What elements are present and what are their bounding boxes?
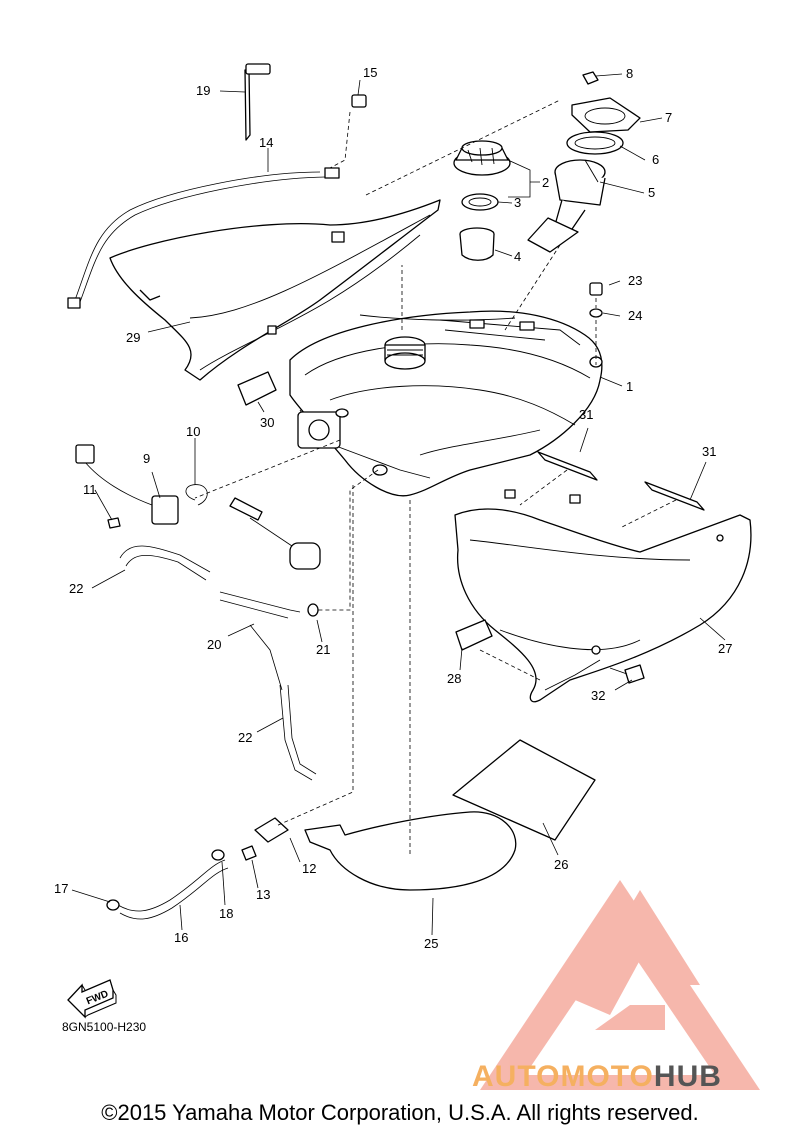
pad-31-left (537, 451, 598, 481)
fwd-arrow-icon: FWD (67, 979, 117, 1019)
callout-25: 25 (424, 936, 438, 951)
vent-hose-22-top (119, 545, 211, 581)
callout-12: 12 (302, 861, 316, 876)
callout-30: 30 (260, 415, 274, 430)
callout-14: 14 (259, 135, 273, 150)
screw-11 (107, 517, 121, 529)
watermark-text: AUTOMOTOHUB (472, 1060, 722, 1093)
vent-hose-20 (219, 591, 301, 691)
grommet-23 (589, 282, 603, 296)
washer-24 (589, 308, 603, 318)
callout-15: 15 (363, 65, 377, 80)
bolt-32 (609, 664, 645, 684)
clamp-18 (211, 849, 225, 861)
fuel-tank (289, 310, 603, 497)
callout-31a: 31 (579, 407, 593, 422)
pad-30 (237, 371, 277, 406)
callout-2: 2 (542, 175, 549, 190)
leader-lines (71, 73, 726, 936)
side-cover-27 (454, 489, 752, 703)
fuel-pump (527, 159, 606, 253)
callout-17: 17 (54, 881, 68, 896)
filler-sleeve (459, 227, 495, 261)
callout-20: 20 (207, 637, 221, 652)
callout-32: 32 (591, 688, 605, 703)
callout-21: 21 (316, 642, 330, 657)
cover-26 (452, 739, 596, 841)
clamp-21 (307, 603, 319, 617)
screw-13 (241, 845, 257, 861)
fuel-gauge-unit-9 (75, 444, 179, 525)
callout-11: 11 (83, 482, 97, 497)
pad-28 (455, 619, 493, 651)
fuel-hose-16 (117, 859, 229, 920)
callout-22b: 22 (238, 730, 252, 745)
fuel-sender-10 (185, 484, 321, 570)
callout-27: 27 (718, 641, 732, 656)
clamp-17 (106, 899, 120, 911)
clip-15 (351, 94, 367, 108)
vent-hose-22-bottom (279, 684, 317, 781)
callout-19: 19 (196, 83, 210, 98)
wire-harness-14 (67, 167, 340, 309)
assembly-lines (194, 99, 677, 855)
callout-3: 3 (514, 195, 521, 210)
callout-8: 8 (626, 66, 633, 81)
callout-10: 10 (186, 424, 200, 439)
callout-4: 4 (514, 249, 521, 264)
callout-1: 1 (626, 379, 633, 394)
callout-9: 9 (143, 451, 150, 466)
side-cover-29 (109, 199, 441, 381)
callout-31b: 31 (702, 444, 716, 459)
callout-13: 13 (256, 887, 270, 902)
callout-16: 16 (174, 930, 188, 945)
fuel-cock-12 (254, 817, 289, 843)
callout-5: 5 (648, 185, 655, 200)
fuel-cap (453, 140, 511, 176)
pump-gasket (566, 131, 624, 155)
tie-19 (244, 63, 271, 141)
copyright-notice: ©2015 Yamaha Motor Corporation, U.S.A. A… (101, 1100, 699, 1125)
callout-labels: 1 2 3 4 5 6 7 8 9 10 11 12 13 14 15 16 1… (54, 65, 732, 951)
watermark-logo (480, 880, 760, 1090)
callout-6: 6 (652, 152, 659, 167)
callout-23: 23 (628, 273, 642, 288)
diagram-code: 8GN5100-H230 (62, 1020, 146, 1034)
callout-26: 26 (554, 857, 568, 872)
callout-18: 18 (219, 906, 233, 921)
pump-retainer-plate (571, 97, 641, 133)
callout-7: 7 (665, 110, 672, 125)
cap-gasket (461, 193, 499, 211)
callout-22a: 22 (69, 581, 83, 596)
callout-24: 24 (628, 308, 642, 323)
nut-8 (582, 71, 599, 85)
callout-29: 29 (126, 330, 140, 345)
pad-31-right (644, 481, 705, 511)
callout-28: 28 (447, 671, 461, 686)
